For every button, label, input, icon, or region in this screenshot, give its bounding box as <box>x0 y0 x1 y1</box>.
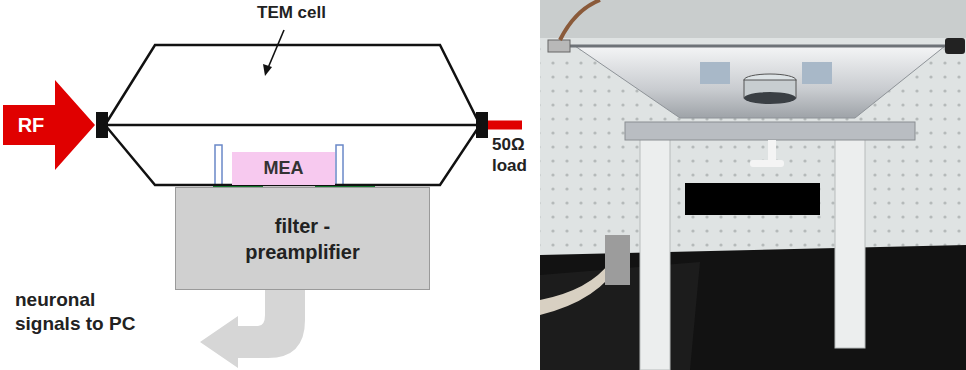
well-wall <box>215 145 222 185</box>
node-outline <box>3 80 95 170</box>
box-label: filter - preamplifier <box>238 213 368 265</box>
photo <box>540 0 966 370</box>
leader-line <box>268 30 284 68</box>
rf-label: RF <box>18 114 45 137</box>
well-wall <box>336 145 343 185</box>
filter-preamplifier-box: filter - preamplifier <box>175 187 430 290</box>
signal-label: neuronal signals to PC <box>15 288 165 336</box>
mea-box: MEA <box>232 152 335 185</box>
leader-head <box>263 64 272 76</box>
signal-arrow <box>200 290 305 368</box>
tem-heading: TEM cell <box>257 3 326 23</box>
load-bar <box>488 121 522 130</box>
load-label: 50Ω load <box>492 134 544 176</box>
rf-arrow: RF <box>3 80 95 170</box>
mea-label: MEA <box>264 158 304 179</box>
tem-cell: TEM cellMEA <box>105 45 480 185</box>
